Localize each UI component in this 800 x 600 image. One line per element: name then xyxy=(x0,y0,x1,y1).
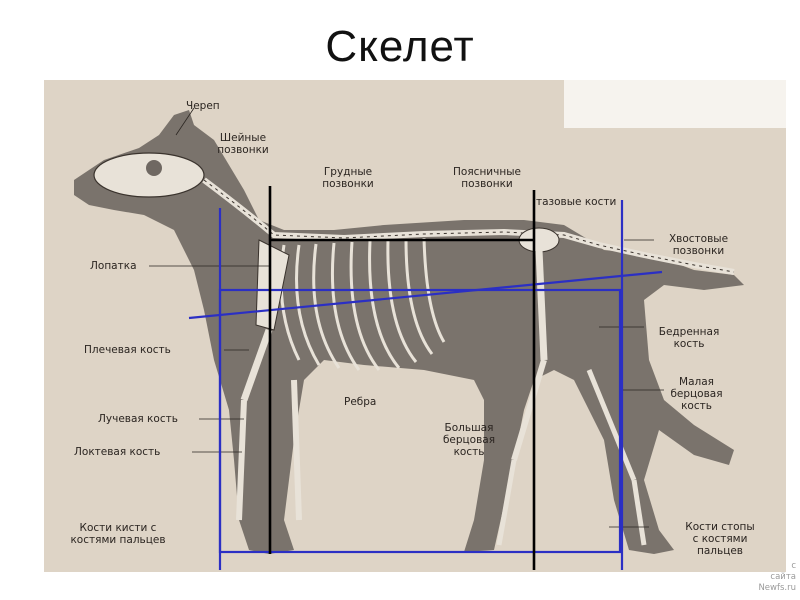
humerus-bone xyxy=(240,328,273,402)
femur-bone xyxy=(535,249,548,361)
label-ribs: Ребра xyxy=(344,396,377,408)
eye-socket xyxy=(146,160,162,176)
slide-title: Скелет xyxy=(325,22,475,71)
blue-overlay xyxy=(188,200,663,570)
watermark: с сайта Newfs.ru xyxy=(758,561,796,593)
label-radius: Лучевая кость xyxy=(98,413,178,425)
dog-skeleton-illustration xyxy=(74,107,744,570)
label-ulna: Локтевая кость xyxy=(74,446,161,458)
white-patch xyxy=(564,80,786,128)
label-humerus: Плечевая кость xyxy=(84,344,171,356)
label-skull: Череп xyxy=(186,100,220,112)
label-pelvic-bones: тазовые кости xyxy=(536,196,617,208)
scapula-bone xyxy=(255,239,290,331)
tibia-bone xyxy=(511,359,547,461)
label-scapula: Лопатка xyxy=(90,260,137,272)
front-forearm-bone xyxy=(236,399,247,521)
skull-shape xyxy=(93,152,205,198)
black-overlay xyxy=(268,186,536,570)
